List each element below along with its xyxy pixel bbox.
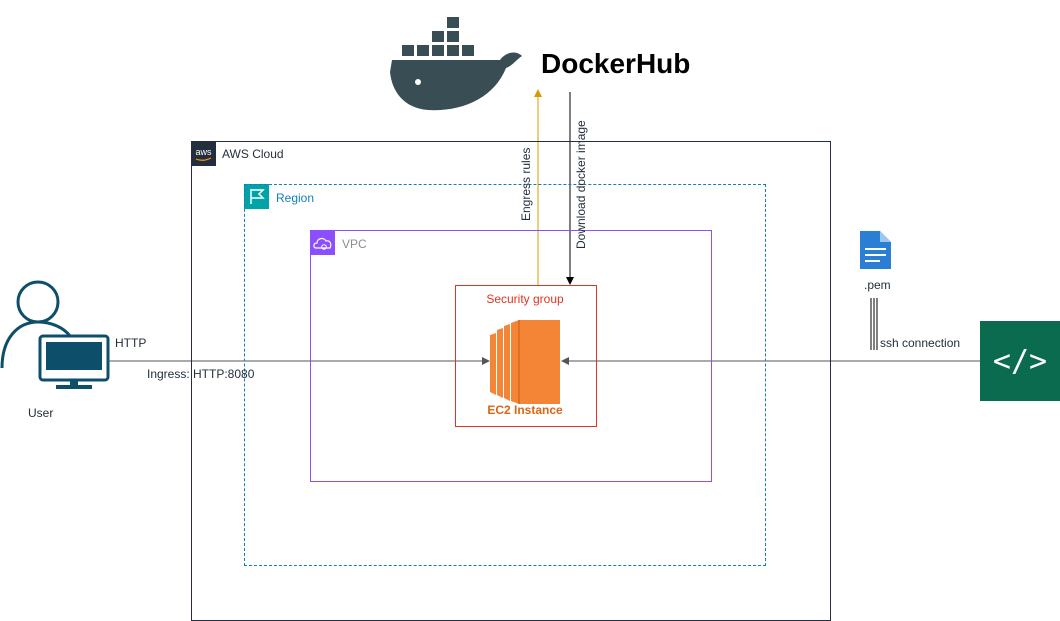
document-icon: [860, 231, 891, 269]
code-terminal-icon[interactable]: </>: [980, 321, 1060, 401]
region-group: [244, 184, 766, 566]
security-group[interactable]: [455, 285, 597, 427]
aws-logo-icon: aws: [191, 141, 216, 166]
region-flag-icon: [244, 184, 269, 209]
security-group-label: Security group: [486, 292, 564, 306]
aws-cloud-label: AWS Cloud: [222, 147, 284, 161]
ingress-label: Ingress: HTTP:8080: [147, 367, 255, 381]
svg-text:aws: aws: [195, 147, 212, 157]
docker-whale-icon: [390, 17, 522, 111]
http-label: HTTP: [115, 336, 147, 350]
ssh-connection-label: ssh connection: [880, 336, 961, 350]
ec2-instance-icon: [490, 320, 560, 404]
dockerhub-title: DockerHub: [541, 48, 691, 79]
vpc-cloud-icon: [310, 230, 335, 255]
user-label: User: [28, 406, 54, 420]
engress-rules-label: Engress rules: [519, 147, 533, 221]
terminal-glyph: </>: [992, 343, 1048, 379]
vpc-label: VPC: [342, 237, 367, 251]
vpc-group: [310, 230, 712, 482]
download-image-label: Download docker image: [574, 120, 588, 249]
pem-link: [870, 298, 878, 350]
region-label: Region: [276, 191, 315, 205]
user-computer-icon: [0, 280, 110, 389]
ec2-instance-label: EC2 Instance: [487, 403, 563, 417]
pem-label: .pem: [864, 278, 891, 292]
